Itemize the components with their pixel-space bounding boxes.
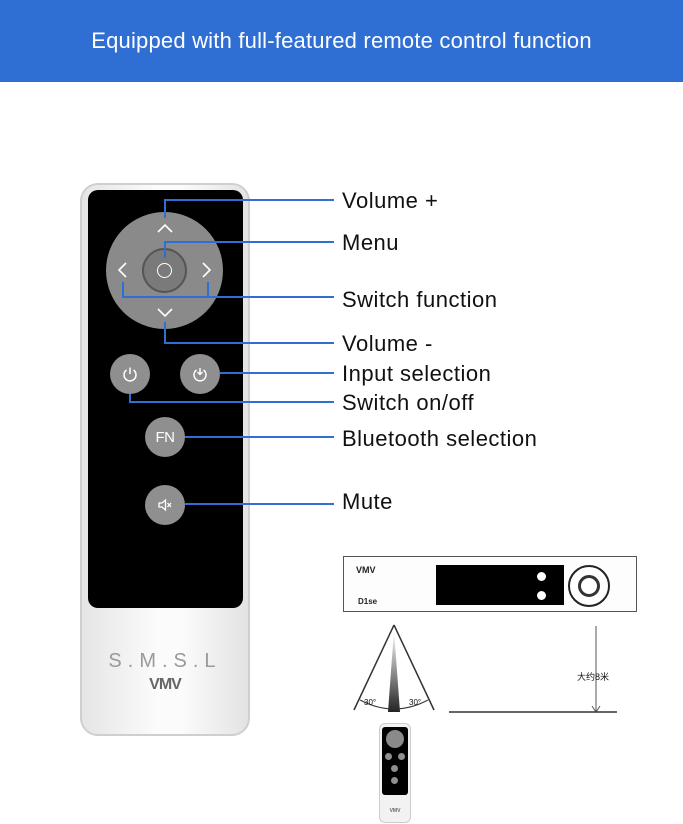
page-title: Equipped with full-featured remote contr… xyxy=(91,28,592,53)
mini-remote-logo: VMV xyxy=(389,808,401,814)
mini-button xyxy=(391,765,398,772)
remote-logo: VMV xyxy=(149,676,182,693)
mini-button xyxy=(398,753,405,760)
remote-brand-text: S.M.S.L xyxy=(108,650,222,672)
menu-ring-icon xyxy=(157,263,172,278)
angle-left-label: 30° xyxy=(364,698,377,707)
mini-dpad xyxy=(386,730,404,748)
label-switch-onoff: Switch on/off xyxy=(342,390,475,415)
device-logo: VMV xyxy=(356,565,376,575)
device-model: D1se xyxy=(358,597,378,606)
input-button[interactable] xyxy=(180,354,220,394)
range-beam xyxy=(388,630,400,712)
mini-button xyxy=(385,753,392,760)
label-volume-down: Volume - xyxy=(342,331,433,356)
device-knob-inner xyxy=(578,575,600,597)
input-power-icon xyxy=(193,368,207,382)
device-display xyxy=(436,565,564,605)
angle-right-label: 30° xyxy=(409,698,422,707)
label-switch-function: Switch function xyxy=(342,287,498,312)
distance-arrow xyxy=(591,705,601,713)
label-menu: Menu xyxy=(342,230,400,255)
label-volume-up: Volume + xyxy=(342,188,439,213)
distance-label: 大约8米 xyxy=(577,672,610,682)
fn-label: FN xyxy=(155,428,176,446)
device-indicator xyxy=(537,591,546,600)
label-mute: Mute xyxy=(342,489,393,514)
mute-icon xyxy=(158,498,172,512)
device-indicator xyxy=(537,572,546,581)
label-bluetooth-selection: Bluetooth selection xyxy=(342,426,538,451)
header-banner: Equipped with full-featured remote contr… xyxy=(0,0,683,82)
mute-button[interactable] xyxy=(145,485,185,525)
power-icon xyxy=(123,367,137,382)
label-input-selection: Input selection xyxy=(342,361,492,386)
power-button[interactable] xyxy=(110,354,150,394)
mini-button xyxy=(391,777,398,784)
fn-button[interactable]: FN xyxy=(145,417,185,457)
